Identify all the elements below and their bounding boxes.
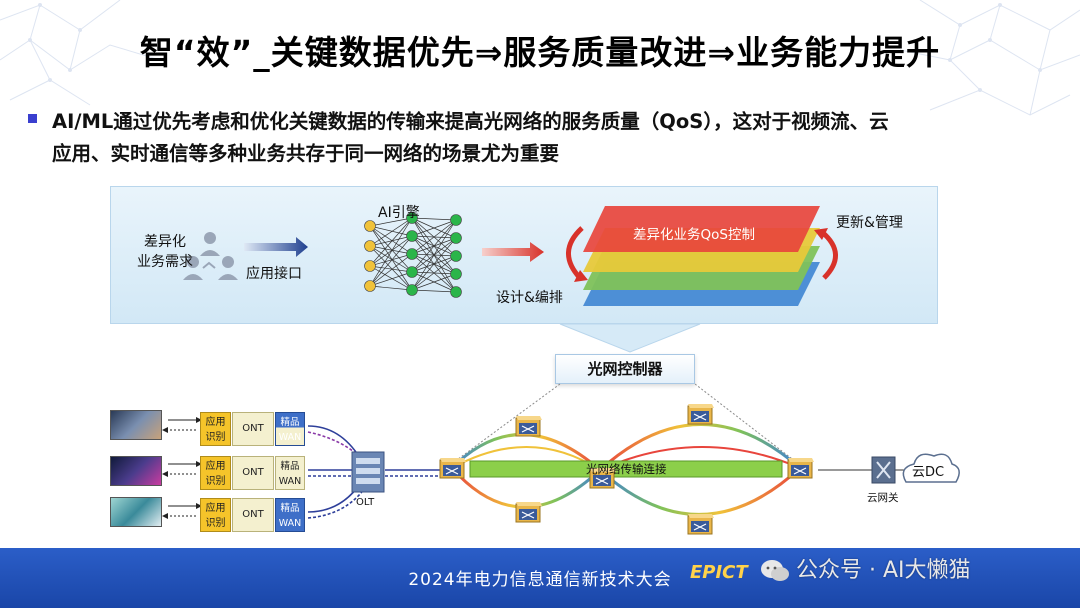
optical-switch-icon xyxy=(687,404,714,425)
wan-label-line1: 精品 xyxy=(280,461,300,472)
qos-layer-label: 差异化业务QoS控制 xyxy=(633,227,755,243)
video-thumbnail xyxy=(110,410,162,440)
premium-wan-box: 精品 WAN xyxy=(275,456,305,490)
premium-wan-box: 精品 WAN xyxy=(275,412,305,446)
app-label-line1: 应用 xyxy=(205,503,226,514)
olt-device-icon xyxy=(351,451,385,493)
page-title: 智“效”_关键数据优先⇒服务质量改进⇒业务能力提升 xyxy=(139,33,941,72)
ont-row-1: 应用识别 ONT 精品 WAN xyxy=(200,412,306,446)
cloud-app-thumbnail xyxy=(110,497,162,527)
app-recognition-box: 应用识别 xyxy=(200,498,231,532)
optical-switch-icon xyxy=(687,514,714,535)
app-label-line1: 应用 xyxy=(205,461,226,472)
optical-switch-icon xyxy=(787,458,814,479)
optical-switch-icon xyxy=(439,458,466,479)
app-label-line2: 识别 xyxy=(205,432,226,443)
app-label-line1: 应用 xyxy=(205,417,226,428)
app-label-line2: 识别 xyxy=(205,476,226,487)
wechat-watermark: 公众号 · AI大懒猫 xyxy=(760,552,971,584)
decorative-network-pattern xyxy=(900,0,1080,116)
app-recognition-box: 应用识别 xyxy=(200,412,231,446)
api-label: 应用接口 xyxy=(246,266,302,282)
ont-row-2: 应用识别 ONT 精品 WAN xyxy=(200,456,306,490)
wan-label-line1: 精品 xyxy=(280,503,300,514)
bullet-point: AI/ML通过优先考虑和优化关键数据的传输来提高光网络的服务质量（QoS），这对… xyxy=(28,106,1058,170)
update-label: 更新&管理 xyxy=(836,215,903,231)
epict-logo: EPICT xyxy=(690,562,748,583)
app-recognition-box: 应用识别 xyxy=(200,456,231,490)
app-label-line2: 识别 xyxy=(205,518,226,529)
ont-box: ONT xyxy=(232,498,274,532)
bullet-square-icon xyxy=(28,114,37,123)
wan-label-line2: WAN xyxy=(278,476,302,487)
cloud-gateway-icon xyxy=(871,456,896,484)
demand-label-line2: 业务需求 xyxy=(137,254,193,270)
design-label: 设计&编排 xyxy=(496,290,563,306)
optical-switch-icon xyxy=(515,502,542,523)
ont-box: ONT xyxy=(232,412,274,446)
footer-banner: 2024年电力信息通信新技术大会 EPICT xyxy=(0,548,1080,608)
demand-label-line1: 差异化 xyxy=(144,234,186,250)
transport-label: 光网络传输连接 xyxy=(586,462,667,476)
optical-controller-box: 光网控制器 xyxy=(555,354,695,384)
demand-label: 差异化 业务需求 xyxy=(130,232,200,272)
ont-box: ONT xyxy=(232,456,274,490)
wan-label-line2: WAN xyxy=(278,518,302,529)
cloud-dc-label: 云DC xyxy=(912,465,945,480)
cloud-gateway-label: 云网关 xyxy=(867,492,899,504)
decorative-network-pattern xyxy=(0,0,160,106)
bullet-line-2: 应用、实时通信等多种业务共存于同一网络的场景尤为重要 xyxy=(52,142,560,165)
watermark-text: 公众号 · AI大懒猫 xyxy=(796,558,971,583)
wechat-icon xyxy=(761,560,789,581)
ont-row-3: 应用识别 ONT 精品 WAN xyxy=(200,498,306,532)
bullet-text: AI/ML通过优先考虑和优化关键数据的传输来提高光网络的服务质量（QoS），这对… xyxy=(52,106,1058,170)
olt-label: OLT xyxy=(356,497,375,508)
premium-wan-box: 精品 WAN xyxy=(275,498,305,532)
wan-label-line1: 精品 xyxy=(280,417,300,428)
bullet-line-1: AI/ML通过优先考虑和优化关键数据的传输来提高光网络的服务质量（QoS），这对… xyxy=(52,110,889,133)
conference-name: 2024年电力信息通信新技术大会 xyxy=(408,570,672,590)
stream-thumbnail xyxy=(110,456,162,486)
wan-label-line2: WAN xyxy=(278,432,302,443)
ai-engine-label: AI引擎 xyxy=(378,205,420,221)
optical-switch-icon xyxy=(515,416,542,437)
